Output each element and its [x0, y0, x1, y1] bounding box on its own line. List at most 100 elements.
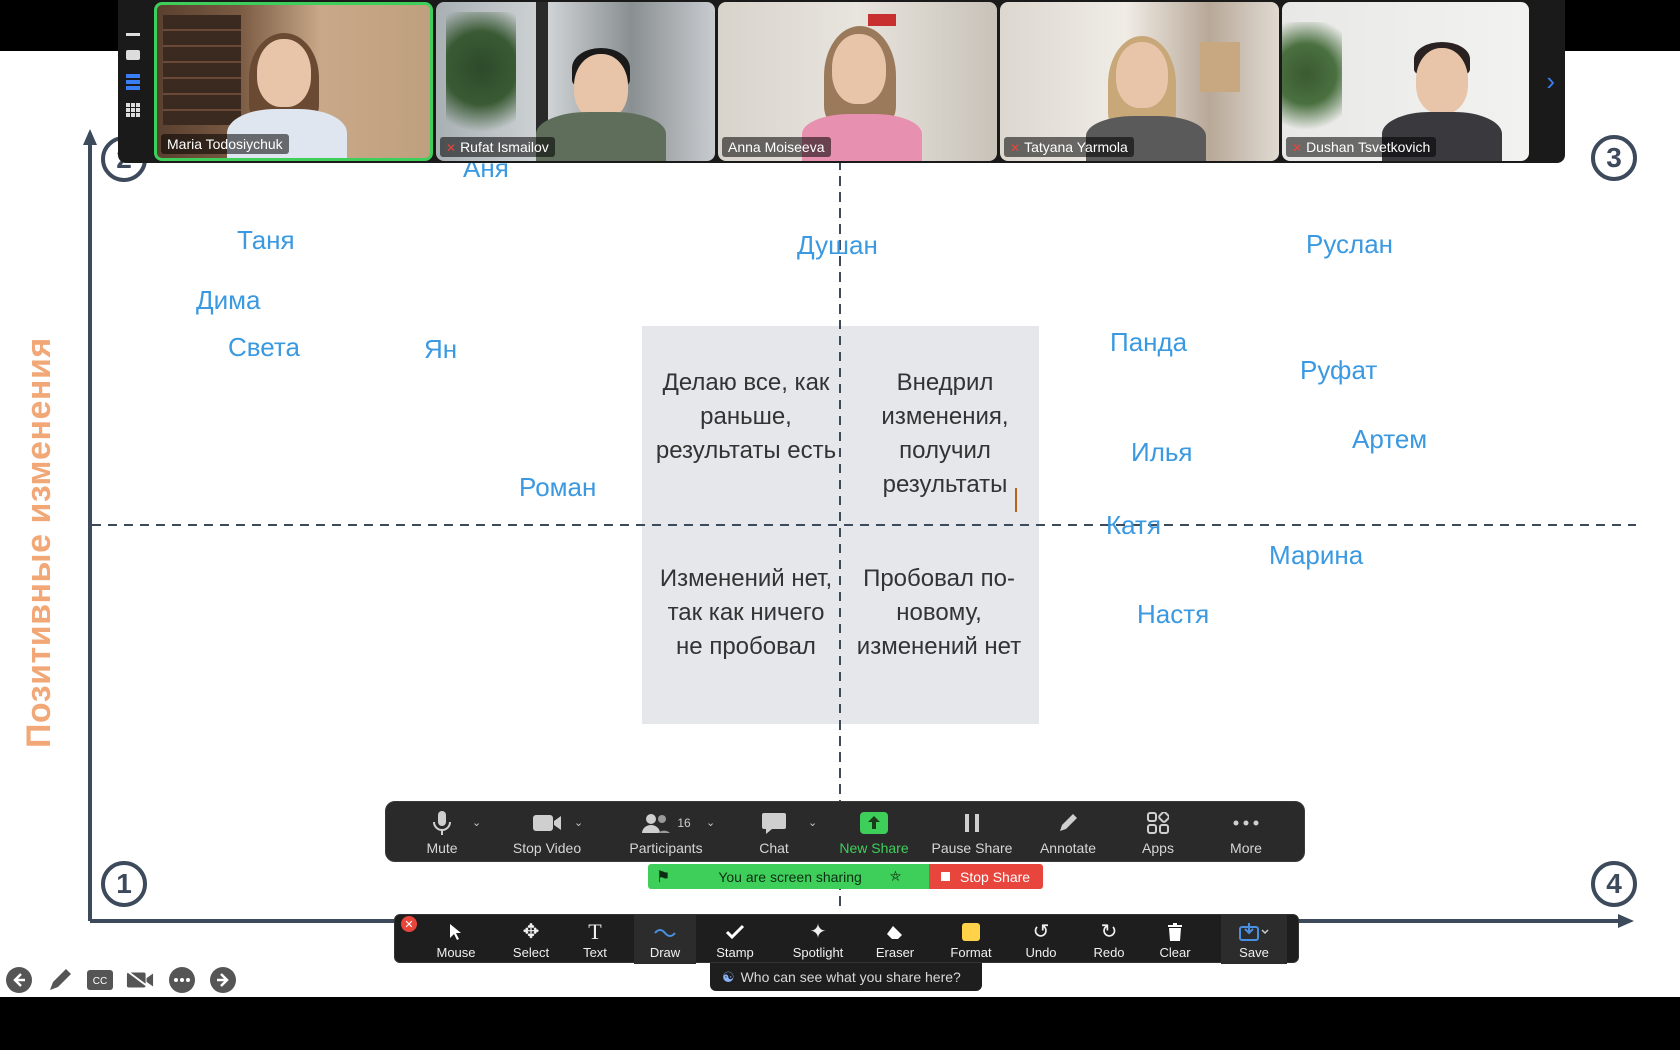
color-swatch-icon — [962, 920, 980, 944]
chevron-right-icon[interactable]: › — [1546, 66, 1555, 96]
annotation-name: Настя — [1137, 599, 1210, 629]
more-button[interactable]: More — [1216, 802, 1276, 863]
participant-name: ✕Rufat Ismailov — [440, 137, 555, 157]
apps-button[interactable]: Apps — [1128, 802, 1188, 863]
draw-tool[interactable]: Draw — [634, 915, 696, 964]
pause-icon — [962, 809, 982, 837]
apps-icon — [1147, 809, 1169, 837]
move-arrows-icon: ✥ — [522, 921, 540, 943]
quadrant-top-left-text: Делаю все, как раньше, результаты есть — [655, 369, 837, 464]
minimize-icon[interactable] — [126, 28, 140, 42]
microphone-icon — [432, 809, 452, 837]
plant — [446, 12, 516, 152]
chevron-up-icon[interactable]: ⌄ — [808, 817, 818, 829]
pause-share-button[interactable]: Pause Share — [928, 802, 1016, 863]
chat-bubble-icon — [761, 809, 787, 837]
pencil-icon — [1057, 809, 1079, 837]
chevron-up-icon[interactable]: ⌄ — [706, 817, 716, 829]
annotation-name: Панда — [1110, 327, 1188, 357]
participants-count: 16 — [677, 816, 691, 830]
annotation-name: Руфат — [1300, 355, 1378, 385]
participant-name: ✕Dushan Tsvetkovich — [1286, 137, 1437, 157]
share-arrow-icon — [860, 809, 888, 837]
trash-icon — [1167, 920, 1183, 944]
who-can-see-link[interactable]: ☯ Who can see what you share here? — [710, 963, 982, 991]
person-icon: ☯ — [722, 968, 735, 985]
save-button[interactable]: Save — [1221, 915, 1287, 964]
y-axis-label: Позитивные изменения — [20, 337, 58, 748]
squiggle-icon — [654, 920, 676, 944]
mic-muted-icon: ✕ — [1292, 141, 1303, 155]
video-strip: Maria Todosiychuk ✕Rufat Ismailov Anna M… — [118, 0, 1565, 163]
video-off-icon[interactable] — [126, 966, 154, 994]
clear-button[interactable]: Clear — [1151, 915, 1199, 964]
annotation-name: Марина — [1269, 540, 1364, 570]
eraser-icon — [886, 920, 904, 944]
screen-sharing-status[interactable]: ⚑ You are screen sharing ⛤ — [648, 864, 929, 889]
mic-muted-icon: ✕ — [446, 141, 457, 155]
annotation-toolbar: ✕ Mouse ✥ Select T Text Draw Stamp ✦ Spo… — [394, 914, 1299, 964]
strip-view-icon[interactable] — [126, 74, 140, 90]
participant-tile[interactable]: ✕Rufat Ismailov — [436, 2, 715, 161]
video-camera-icon — [532, 809, 562, 837]
magic-wand-icon: ✦ — [809, 921, 827, 943]
participant-name: Maria Todosiychuk — [161, 134, 289, 154]
chevron-up-icon[interactable]: ⌄ — [472, 817, 482, 829]
exit-sign — [868, 14, 896, 26]
svg-text:CC: CC — [93, 976, 107, 987]
save-download-icon — [1239, 920, 1269, 944]
annotation-name: Илья — [1131, 437, 1193, 467]
more-options-icon[interactable] — [168, 966, 196, 994]
participants-button[interactable]: 16 Participants — [608, 802, 724, 863]
eraser-tool[interactable]: Eraser — [869, 915, 921, 964]
speaker-view-icon[interactable] — [126, 50, 140, 64]
checkmark-icon — [725, 920, 745, 944]
closed-caption-icon[interactable]: CC — [86, 966, 114, 994]
undo-button[interactable]: ↺ Undo — [1025, 921, 1057, 960]
participant-name: ✕Tatyana Yarmola — [1004, 137, 1134, 157]
text-t-icon: T — [588, 918, 602, 944]
quadrant-number-1: 1 — [101, 861, 147, 907]
chat-button[interactable]: Chat — [742, 802, 806, 863]
close-icon[interactable]: ✕ — [401, 916, 417, 932]
chevron-up-icon[interactable]: ⌄ — [574, 817, 584, 829]
stop-share-button[interactable]: Stop Share — [929, 864, 1043, 889]
shield-check-icon: ⛤ — [889, 868, 902, 884]
spotlight-tool[interactable]: ✦ Spotlight — [792, 921, 844, 960]
gallery-view-icon[interactable] — [126, 103, 140, 117]
quadrant-bottom-left-text: Изменений нет, так как ничего не пробова… — [659, 565, 833, 660]
participant-name: Anna Moiseeva — [722, 137, 831, 157]
mute-button[interactable]: Mute — [412, 802, 472, 863]
redo-button[interactable]: ↻ Redo — [1093, 921, 1125, 960]
undo-icon: ↺ — [1032, 921, 1050, 943]
arrow-left-icon[interactable] — [5, 966, 33, 994]
arrow-right-icon[interactable] — [209, 966, 237, 994]
pen-icon[interactable] — [46, 966, 74, 994]
select-tool[interactable]: ✥ Select — [512, 921, 550, 960]
annotation-name: Дима — [196, 285, 261, 315]
pin-icon: ⚑ — [656, 868, 671, 886]
annotate-button[interactable]: Annotate — [1032, 802, 1104, 863]
participants-icon: 16 — [641, 809, 691, 837]
mouse-tool[interactable]: Mouse — [431, 915, 481, 964]
meeting-toolbar: Mute ⌄ Stop Video ⌄ 16 Participants ⌄ Ch… — [385, 801, 1305, 862]
participant-tile[interactable]: Maria Todosiychuk — [154, 2, 433, 161]
text-tool[interactable]: T Text — [583, 918, 607, 960]
x-axis-arrow — [1618, 914, 1634, 928]
participant-tile[interactable]: ✕Dushan Tsvetkovich — [1282, 2, 1529, 161]
redo-icon: ↻ — [1100, 921, 1118, 943]
new-share-button[interactable]: New Share — [834, 802, 914, 863]
y-axis-arrow — [83, 129, 97, 145]
stop-square-icon — [941, 872, 950, 881]
format-tool[interactable]: Format — [943, 915, 999, 964]
stop-video-button[interactable]: Stop Video — [500, 802, 594, 863]
quadrant-number-4: 4 — [1591, 861, 1637, 907]
stamp-tool[interactable]: Stamp — [707, 915, 763, 964]
bookshelf — [163, 15, 241, 125]
participant-tile[interactable]: ✕Tatyana Yarmola — [1000, 2, 1279, 161]
participant-tile[interactable]: Anna Moiseeva — [718, 2, 997, 161]
annotation-name: Душан — [797, 230, 878, 260]
annotation-name: Катя — [1106, 510, 1162, 540]
annotation-name: Ян — [424, 334, 458, 364]
